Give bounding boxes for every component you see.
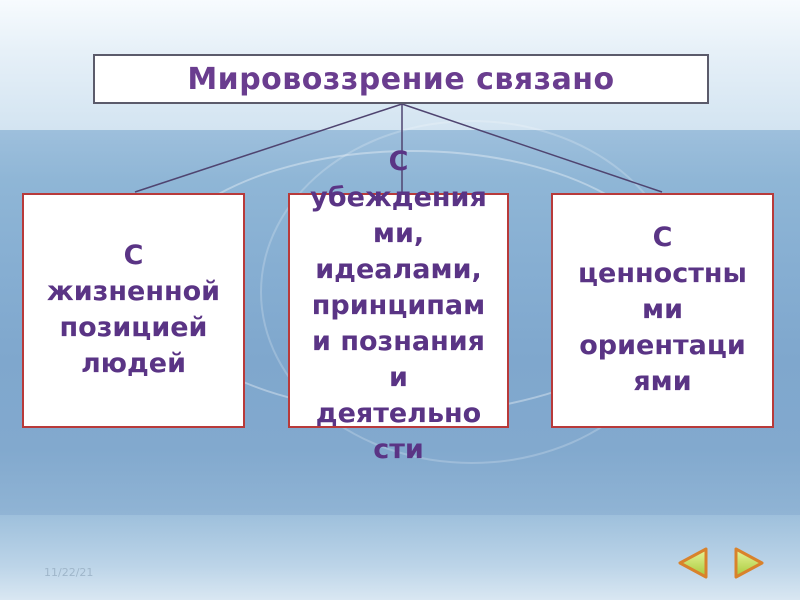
box-values-text: С ценностны ми ориентаци ями: [578, 222, 747, 397]
slide-bottom-band: [0, 515, 800, 600]
arrow-right-icon: [734, 547, 764, 579]
prev-slide-button[interactable]: [676, 545, 712, 581]
diagram-title: Мировоззрение связано: [187, 61, 615, 97]
footer-date: 11/22/21: [44, 566, 94, 579]
box-beliefs-text: С убеждения ми, идеалами, принципам и по…: [310, 146, 487, 465]
box-life-position: [22, 193, 245, 428]
next-slide-button[interactable]: [730, 545, 766, 581]
title-box: Мировоззрение связано: [93, 54, 709, 104]
box-life-position-text: С жизненной позицией людей: [46, 240, 221, 379]
arrow-left-icon: [678, 547, 708, 579]
box-beliefs: [288, 193, 509, 428]
box-values: [551, 193, 774, 428]
